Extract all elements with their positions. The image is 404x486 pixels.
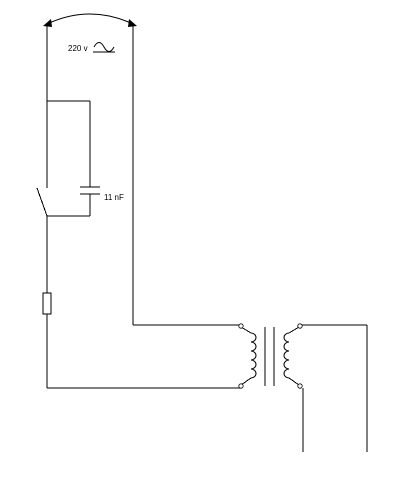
supply-voltage-label: 220 v	[68, 44, 88, 53]
transformer-icon	[238, 323, 303, 389]
fuse-icon	[42, 292, 52, 315]
primary-lead-bottom	[240, 377, 252, 386]
primary-lead-top	[240, 326, 252, 334]
ac-sine-wave-icon	[93, 42, 115, 52]
supply-arrow-left	[43, 19, 52, 27]
supply-arc	[46, 13, 134, 25]
left-conductor	[36, 24, 241, 389]
capacitor-branch: 11 nF	[47, 100, 124, 217]
supply-arrow-right	[128, 19, 137, 27]
secondary-winding	[283, 332, 290, 379]
secondary-terminal-bottom	[297, 383, 303, 389]
primary-winding	[250, 332, 257, 379]
right-conductor	[132, 24, 241, 326]
secondary-lead-bottom	[288, 377, 300, 386]
ac-supply: 220 v	[43, 13, 137, 53]
primary-terminal-bottom	[238, 383, 244, 389]
secondary-terminal-top	[297, 323, 303, 329]
secondary-lead-top	[288, 326, 300, 334]
secondary-output	[302, 324, 368, 452]
capacitor-value-label: 11 nF	[104, 193, 124, 202]
primary-terminal-top	[238, 323, 244, 329]
switch-icon	[36, 187, 48, 217]
